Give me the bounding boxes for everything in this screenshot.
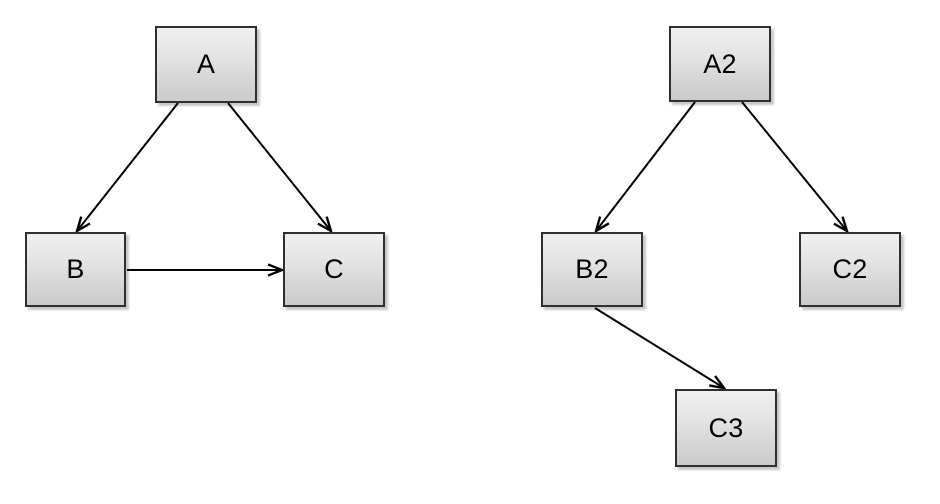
edge-line [594, 307, 725, 389]
edge-b-to-c[interactable] [127, 263, 286, 277]
arrowhead-icon [833, 216, 850, 234]
arrowhead-icon [74, 216, 91, 234]
node-b[interactable]: B [25, 232, 126, 307]
edge-a2-to-c2[interactable] [741, 101, 850, 234]
arrowhead-icon [709, 375, 727, 390]
node-label: B2 [575, 254, 609, 284]
node-c[interactable]: C [283, 232, 385, 307]
node-label: A [196, 49, 216, 79]
node-label: A2 [703, 48, 737, 79]
arrowhead-icon [317, 216, 334, 234]
edge-line [595, 101, 696, 232]
edge-line [741, 101, 848, 232]
node-a[interactable]: A [155, 26, 257, 103]
node-label: C [324, 254, 344, 284]
edge-group-graph-left [74, 102, 334, 277]
node-b2[interactable]: B2 [541, 232, 643, 307]
node-label: C3 [708, 412, 744, 443]
node-label: B [66, 254, 85, 284]
edge-a2-to-b2[interactable] [594, 101, 696, 234]
edge-a-to-c[interactable] [227, 102, 334, 234]
edge-a-to-b[interactable] [74, 102, 179, 234]
edge-line [76, 102, 179, 232]
arrowhead-icon [267, 263, 286, 277]
node-a2[interactable]: A2 [669, 26, 771, 102]
node-c3[interactable]: C3 [675, 389, 777, 467]
edge-line [227, 102, 332, 232]
arrowhead-icon [594, 216, 610, 234]
node-c2[interactable]: C2 [799, 232, 901, 307]
edge-group-graph-right [594, 101, 850, 390]
edge-b2-to-c3[interactable] [594, 307, 727, 390]
node-label: C2 [832, 254, 868, 284]
